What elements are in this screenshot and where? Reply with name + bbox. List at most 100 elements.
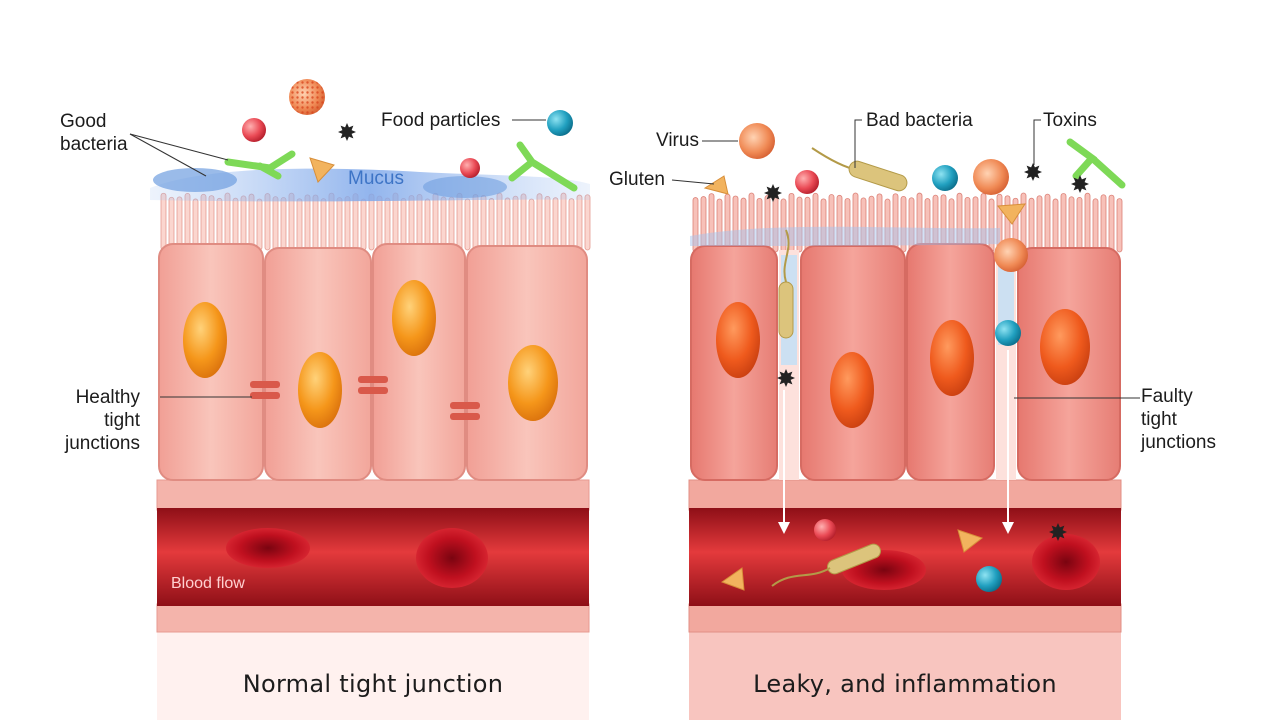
microvillus — [496, 192, 503, 251]
nucleus — [508, 345, 558, 421]
microvillus — [1084, 192, 1091, 253]
microvillus — [392, 192, 399, 251]
nucleus — [1040, 309, 1090, 385]
microvillus — [1036, 195, 1043, 253]
basement-membrane — [156, 479, 590, 511]
microvillus — [216, 197, 223, 251]
microvillus — [544, 196, 551, 251]
microvillus — [232, 197, 239, 251]
lower-tissue — [688, 603, 1122, 633]
microvillus — [304, 194, 311, 251]
microvillus — [416, 193, 423, 251]
food-particle-blue — [547, 110, 573, 136]
red-blood-cell — [226, 528, 310, 568]
nucleus — [716, 302, 760, 378]
nucleus — [830, 352, 874, 428]
microvillus — [568, 198, 575, 251]
microvillus — [312, 194, 319, 251]
lower-tissue — [156, 603, 590, 633]
leak-arrow — [1002, 350, 1014, 534]
microvillus — [200, 193, 207, 251]
toxin-particle — [777, 369, 795, 387]
microvillus — [432, 192, 439, 251]
microvillus — [280, 197, 287, 251]
microvillus — [176, 196, 183, 251]
red-blood-cell — [1032, 534, 1100, 590]
nucleus — [930, 320, 974, 396]
microvillus — [264, 193, 271, 251]
microvillus — [520, 193, 527, 251]
nucleus — [183, 302, 227, 378]
microvillus — [472, 194, 479, 251]
virus-particle — [994, 238, 1028, 272]
food-particle-red — [795, 170, 819, 194]
label-bad-bacteria: Bad bacteria — [866, 110, 973, 131]
microvillus — [328, 192, 335, 251]
microvillus — [168, 196, 175, 251]
gluten-particle — [720, 567, 745, 591]
microvillus — [1028, 197, 1035, 253]
microvillus — [272, 196, 279, 251]
microvillus — [504, 197, 511, 251]
microvillus — [1052, 198, 1059, 253]
food-particle-red — [242, 118, 266, 142]
label-gluten: Gluten — [609, 169, 665, 190]
microvillus — [464, 198, 471, 251]
label-good-bacteria: Good bacteria — [60, 110, 128, 156]
microvillus — [296, 198, 303, 251]
microvillus — [552, 197, 559, 251]
mucus-layer — [690, 226, 1000, 246]
microvilli — [160, 192, 591, 251]
toxin-particle — [764, 184, 782, 202]
food-particle-blue — [995, 320, 1021, 346]
label-healthy-tight-junctions: Healthy tight junctions — [65, 387, 140, 454]
gluten-particle — [997, 203, 1026, 225]
microvillus — [360, 198, 367, 251]
toxin-particle — [1049, 523, 1067, 541]
label-blood-flow: Blood flow — [171, 575, 245, 592]
microvillus — [1076, 196, 1083, 253]
panel-leaky — [688, 123, 1126, 720]
microvillus — [1044, 193, 1051, 253]
caption-band — [689, 630, 1121, 720]
microvillus — [384, 197, 391, 251]
good-bacteria — [153, 168, 237, 192]
food-particle-red — [460, 158, 480, 178]
caption-normal: Normal tight junction — [242, 670, 504, 698]
callout-lines — [129, 119, 1140, 399]
microvillus — [1092, 198, 1099, 253]
microvillus — [576, 194, 583, 251]
label-mucus: Mucus — [348, 168, 404, 189]
toxin-particle — [1024, 163, 1042, 181]
microvillus — [256, 198, 263, 251]
bad-bacteria — [778, 281, 794, 339]
microvillus — [224, 192, 231, 251]
gluten-particle — [703, 175, 729, 195]
microvillus — [344, 196, 351, 251]
caption-leaky: Leaky, and inflammation — [753, 670, 1057, 698]
gluten-particle — [957, 529, 984, 553]
toxin-particle — [338, 123, 356, 141]
microvillus — [408, 195, 415, 251]
microvillus — [240, 195, 247, 251]
microvillus — [528, 198, 535, 251]
microvillus — [376, 195, 383, 251]
food-particle-blue — [932, 165, 958, 191]
microvillus — [456, 192, 463, 251]
microvillus — [440, 196, 447, 251]
red-blood-cell — [416, 528, 488, 588]
microvillus — [1068, 196, 1075, 253]
microvillus — [248, 193, 255, 251]
microvillus — [488, 198, 495, 251]
label-faulty-tight-junctions: Faulty tight junctions — [1141, 386, 1216, 453]
virus-particle — [739, 123, 775, 159]
microvillus — [336, 197, 343, 251]
virus-texture — [289, 79, 325, 115]
microvillus — [584, 194, 591, 251]
virus-particle — [973, 159, 1009, 195]
microvillus — [208, 195, 215, 251]
tight-junction — [450, 402, 480, 420]
microvillus — [1100, 194, 1107, 253]
